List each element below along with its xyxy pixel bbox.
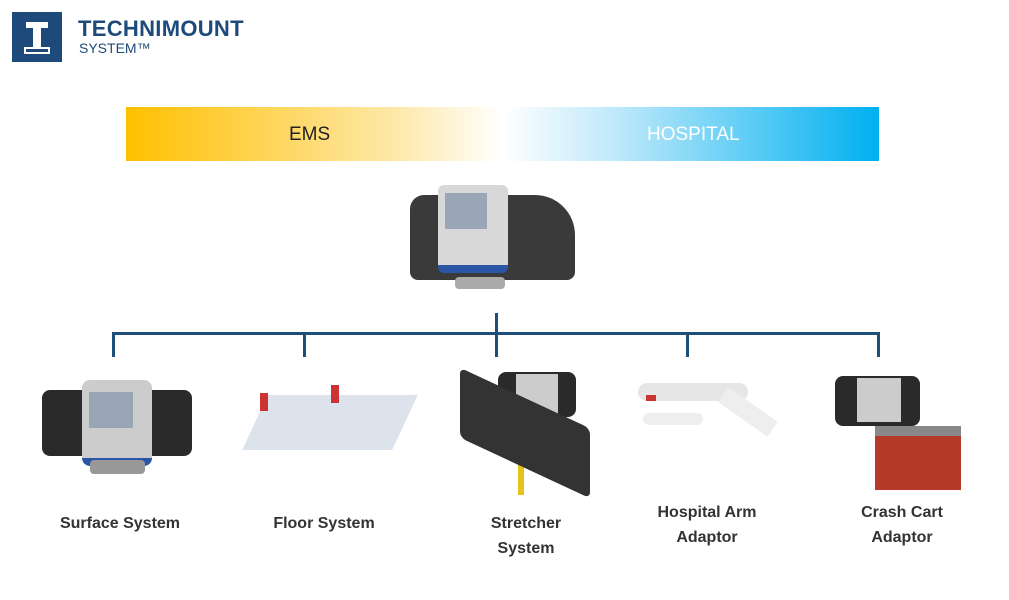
item-label-stretcher-system: Stretcher System: [490, 515, 562, 557]
brand-name: TECHNIMOUNT: [78, 16, 244, 41]
hospital-arm-image: [638, 383, 793, 458]
floor-system-image: [242, 385, 418, 455]
hospital-label: HOSPITAL: [647, 124, 740, 145]
crash-cart-image: [835, 374, 961, 490]
item-label-surface-system: Surface System: [59, 515, 181, 532]
ems-label: EMS: [289, 124, 331, 145]
logo-mark: [12, 12, 62, 62]
tree-drop-1: [112, 332, 115, 357]
logo-t-icon: [24, 22, 50, 54]
tree-drop-4: [877, 332, 880, 357]
tree-drop-3: [686, 332, 689, 357]
ems-hospital-banner: [126, 107, 879, 161]
item-label-hospital-arm-adaptor: Hospital Arm Adaptor: [657, 504, 757, 546]
tree-branch: [112, 332, 880, 335]
item-label-crash-cart-adaptor: Crash Cart Adaptor: [861, 504, 943, 546]
tree-drop-2: [303, 332, 306, 357]
item-label-floor-system: Floor System: [273, 515, 375, 532]
brand-subtitle: SYSTEM™: [79, 40, 151, 56]
surface-system-image: [42, 378, 192, 478]
monitor-in-case-image: [410, 185, 575, 295]
tree-trunk: [495, 313, 498, 357]
stretcher-system-image: [458, 367, 593, 502]
